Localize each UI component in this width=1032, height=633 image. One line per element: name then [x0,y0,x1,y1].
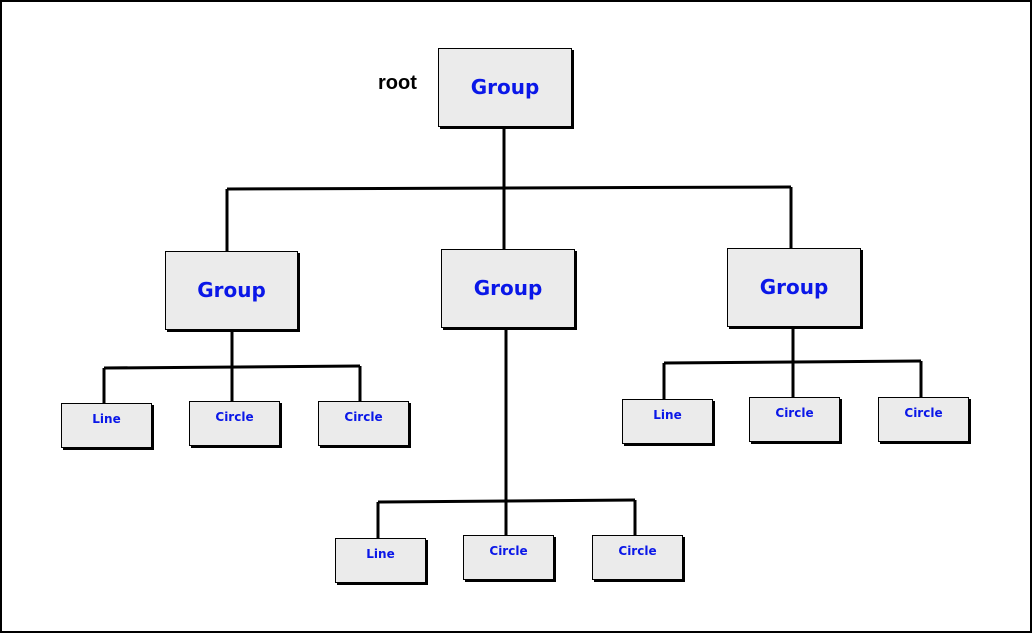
group-node-middle: Group [441,249,575,328]
circle-node-middle-2: Circle [592,535,683,580]
root-label: root [378,72,417,94]
circle-node-middle-1: Circle [463,535,554,580]
circle-node-right-2: Circle [878,397,969,442]
circle-node-left-1: Circle [189,401,280,446]
line-node-right: Line [622,399,713,444]
circle-node-right-1: Circle [749,397,840,442]
root-group-node: Group [438,48,572,127]
edge-level1-bus [226,185,792,191]
group-node-left: Group [165,251,298,330]
line-node-left: Line [61,403,152,448]
line-node-middle: Line [335,538,426,583]
group-node-right: Group [727,248,861,327]
circle-node-left-2: Circle [318,401,409,446]
